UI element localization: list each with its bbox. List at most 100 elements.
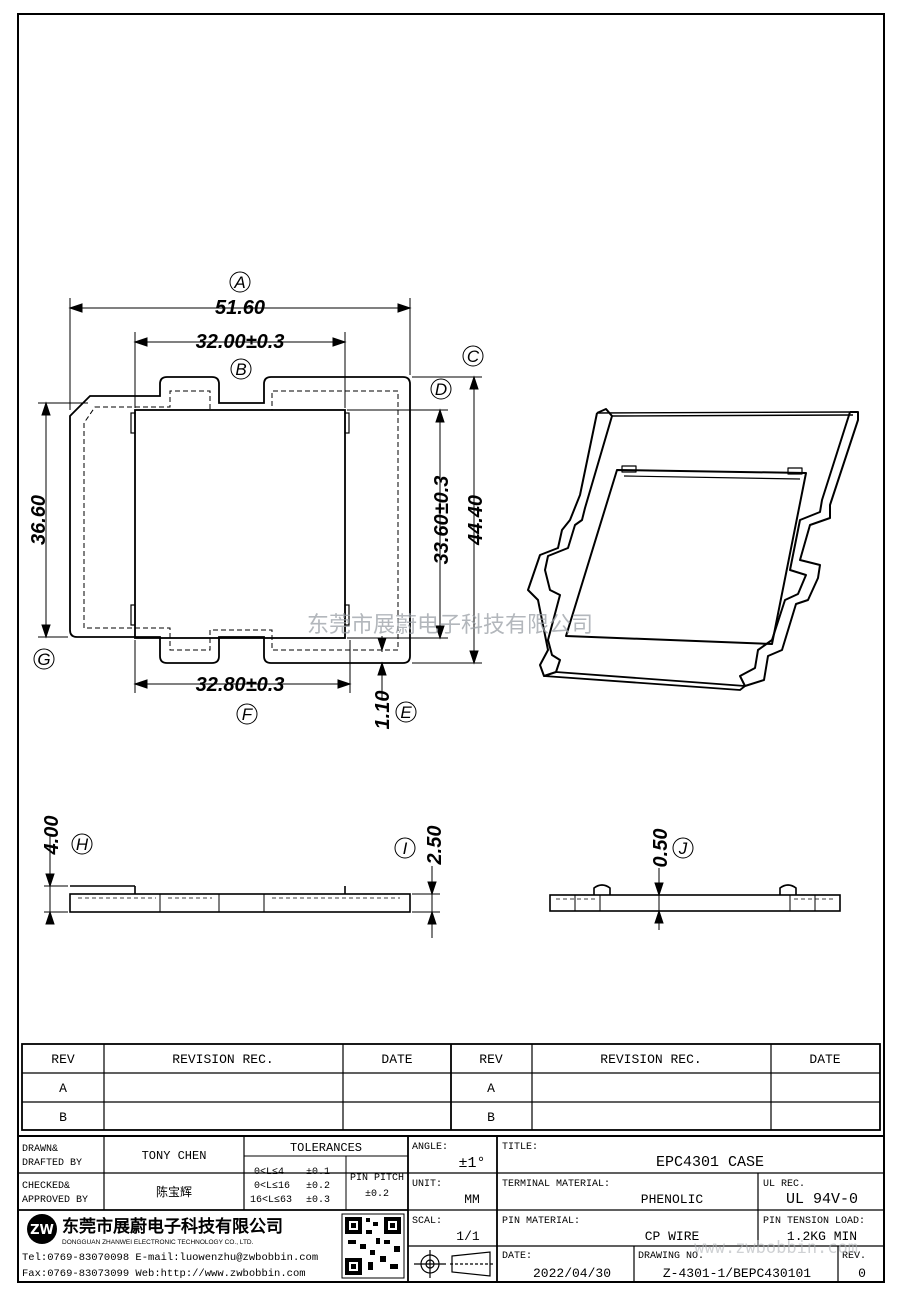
dim-g-label: G (37, 650, 50, 669)
window-tab-tr (344, 412, 350, 434)
dim-j-label: J (678, 839, 688, 858)
dim-c-label: C (467, 347, 480, 366)
dim-a-label: A (233, 273, 245, 292)
ul-rec-value: UL 94V-0 (786, 1191, 858, 1208)
dim-b-label: B (235, 360, 246, 379)
tolerance-range-1: 0<L≤4 (254, 1167, 284, 1178)
rev-row-a-right: A (487, 1081, 495, 1096)
tolerance-value-3: ±0.3 (306, 1195, 330, 1206)
pin-pitch-value: ±0.2 (365, 1189, 389, 1200)
side-view-left (69, 885, 411, 913)
company-contact-2: Fax:0769-83073099 Web:http://www.zwbobbi… (22, 1268, 306, 1280)
rev-header-rec-left: REVISION REC. (172, 1052, 273, 1067)
angle-value: ±1° (458, 1155, 485, 1172)
dim-g-callout (33, 648, 55, 670)
dim-b-callout (230, 358, 252, 380)
top-view (69, 376, 411, 664)
checked-label-2: APPROVED BY (22, 1195, 88, 1206)
dim-d-value: 33.60±0.3 (431, 476, 453, 565)
dim-e-label: E (400, 703, 412, 722)
revision-table (21, 1043, 881, 1131)
unit-label: UNIT: (412, 1179, 442, 1190)
drawn-label-2: DRAFTED BY (22, 1158, 82, 1169)
window-tab-tl (130, 412, 136, 434)
watermark-corner: www.zwbobbin.com (694, 1238, 858, 1258)
dim-c-callout (462, 345, 484, 367)
window-tab-br (344, 604, 350, 626)
top-view-dimension-lines (38, 298, 482, 700)
company-logo: ZW (27, 1214, 57, 1244)
dim-j-callout (672, 837, 694, 859)
watermark-center: 东莞市展蔚电子科技有限公司 (307, 613, 593, 638)
company-contact-1: Tel:0769-83070098 E-mail:luowenzhu@zwbob… (22, 1252, 318, 1264)
side-view-right (549, 884, 841, 912)
pin-tension-label: PIN TENSION LOAD: (763, 1216, 865, 1227)
pin-material-value: CP WIRE (645, 1229, 700, 1244)
scale-value: 1/1 (456, 1229, 480, 1244)
dim-f-value: 32.80±0.3 (196, 674, 285, 696)
title-label: TITLE: (502, 1142, 538, 1153)
drawing-no-label: DRAWING NO. (638, 1251, 704, 1262)
dim-a-callout (229, 271, 251, 293)
company-name-cn: 东莞市展蔚电子科技有限公司 (62, 1216, 283, 1237)
drawing-no-value: Z-4301-1/BEPC430101 (663, 1266, 811, 1281)
dim-h-label: H (76, 835, 89, 854)
top-view-inner-dashed (83, 390, 399, 651)
tolerance-range-2: 0<L≤16 (254, 1181, 290, 1192)
rev-header-rev-left: REV (51, 1052, 75, 1067)
terminal-material-value: PHENOLIC (641, 1192, 704, 1207)
rev-header-rev-right: REV (479, 1052, 503, 1067)
top-view-outline (69, 376, 411, 664)
dim-h-value: 4.00 (41, 816, 63, 856)
dim-j-value: 0.50 (650, 829, 672, 868)
side-view-left-dimension-lines (44, 836, 440, 938)
dim-c-value: 44.40 (465, 495, 487, 546)
isometric-view (527, 408, 859, 691)
dim-e-callout (395, 701, 417, 723)
rev-row-a-left: A (59, 1081, 67, 1096)
date-label: DATE: (502, 1251, 532, 1262)
unit-value: MM (464, 1192, 480, 1207)
drawn-label-1: DRAWN& (22, 1144, 58, 1155)
ul-rec-label: UL REC. (763, 1179, 805, 1190)
top-view-window (134, 409, 346, 639)
dim-g-value: 36.60 (28, 495, 50, 545)
dim-i-value: 2.50 (424, 826, 446, 866)
scale-label: SCAL: (412, 1216, 442, 1227)
drawn-by-value: TONY CHEN (142, 1149, 207, 1163)
dim-e-value: 1.10 (372, 691, 394, 730)
tolerances-label: TOLERANCES (290, 1141, 362, 1155)
projection-symbol (414, 1250, 494, 1278)
dim-h-callout (71, 833, 93, 855)
rev-value: 0 (858, 1266, 866, 1281)
dim-b-value: 32.00±0.3 (196, 331, 285, 353)
pin-material-label: PIN MATERIAL: (502, 1216, 580, 1227)
dim-i-callout (394, 837, 416, 859)
tolerance-value-1: ±0.1 (306, 1167, 330, 1178)
rev-header-rec-right: REVISION REC. (600, 1052, 701, 1067)
checked-label-1: CHECKED& (22, 1181, 70, 1192)
qr-code (341, 1213, 405, 1279)
rev-header-date-left: DATE (381, 1052, 412, 1067)
terminal-material-label: TERMINAL MATERIAL: (502, 1179, 610, 1190)
rev-row-b-right: B (487, 1110, 495, 1125)
company-name-en: DONGGUAN ZHANWEI ELECTRONIC TECHNOLOGY C… (62, 1239, 254, 1246)
tolerance-range-3: 16<L≤63 (250, 1195, 292, 1206)
title-block-grid (17, 1135, 885, 1283)
checked-by-value: 陈宝辉 (156, 1184, 192, 1199)
rev-header-date-right: DATE (809, 1052, 840, 1067)
rev-label: REV. (842, 1251, 866, 1262)
dim-d-callout (430, 378, 452, 400)
dim-f-callout (236, 703, 258, 725)
svg-text:ZW: ZW (30, 1223, 54, 1238)
date-value: 2022/04/30 (533, 1266, 611, 1281)
dim-a-value: 51.60 (215, 297, 265, 319)
pin-tension-value: 1.2KG MIN (787, 1229, 857, 1244)
dim-i-label: I (403, 839, 408, 858)
dim-f-label: F (242, 705, 254, 724)
pin-pitch-label: PIN PITCH (350, 1173, 404, 1184)
rev-row-b-left: B (59, 1110, 67, 1125)
window-tab-bl (130, 604, 136, 626)
tolerance-value-2: ±0.2 (306, 1181, 330, 1192)
